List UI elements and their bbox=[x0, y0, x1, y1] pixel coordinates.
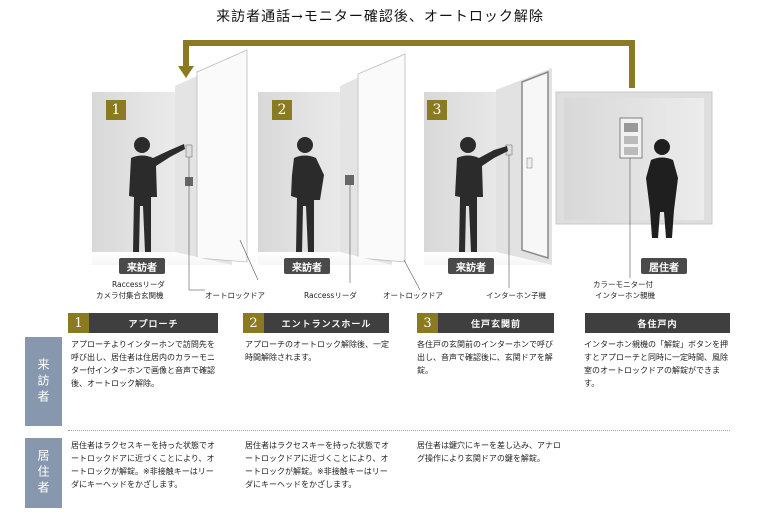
scene-1-room bbox=[92, 49, 248, 265]
row-divider bbox=[68, 430, 730, 431]
label-intercom-master: インターホン親機 bbox=[595, 291, 655, 300]
scene-number-1: 1 bbox=[106, 100, 126, 120]
label-autolock-door-2: オートロックドア bbox=[383, 291, 443, 300]
visitor-figure-1 bbox=[129, 137, 185, 252]
visitor-desc-1: アプローチよりインターホンで訪問先を呼び出し、居住者は住居内のカラーモニター付イ… bbox=[71, 340, 215, 388]
scene-4-room bbox=[555, 91, 713, 225]
step-number-2: 2 bbox=[243, 313, 264, 333]
step-title-2: エントランスホール bbox=[281, 319, 372, 330]
visitor-desc-4: インターホン親機の「解錠」ボタンを押すとアプローチと同時に一定時間、風除室のオー… bbox=[584, 340, 728, 388]
leader-lines bbox=[188, 155, 631, 291]
label-raccess-reader-1: Raccessリーダ bbox=[112, 280, 165, 289]
resident-figure bbox=[646, 139, 678, 238]
step-title-4: 各住戸内 bbox=[637, 319, 678, 330]
scene-number-3: 3 bbox=[427, 100, 447, 120]
flow-arrowhead bbox=[178, 66, 194, 78]
step-header-3: 3 住戸玄関前 bbox=[417, 313, 554, 333]
label-autolock-door-1: オートロックドア bbox=[205, 291, 265, 300]
scene-number-2: 2 bbox=[272, 100, 292, 120]
visitor-badge-1: 来訪者 bbox=[119, 258, 165, 274]
row-label-visitor: 来訪者 bbox=[25, 337, 62, 426]
visitor-desc-3: 各住戸の玄関前のインターホンで呼び出し、音声で確認後に、玄関ドアを解錠。 bbox=[417, 340, 553, 375]
step-header-4: 各住戸内 bbox=[585, 313, 730, 333]
visitor-badge-2: 来訪者 bbox=[284, 258, 330, 274]
visitor-badge-3: 来訪者 bbox=[448, 258, 494, 274]
resident-desc-2: 居住者はラクセスキーを持った状態でオートロックドアに近づくことにより、オートロッ… bbox=[245, 441, 389, 489]
visitor-desc-2: アプローチのオートロック解除後、一定時間解除されます。 bbox=[245, 340, 389, 362]
label-intercom-child: インターホン子機 bbox=[486, 291, 546, 300]
step-number-1: 1 bbox=[68, 313, 89, 333]
resident-desc-3: 居住者は鍵穴にキーを差し込み、アナログ操作により玄関ドアの鍵を解錠。 bbox=[417, 441, 561, 463]
label-camera-entrance-unit: カメラ付集合玄関機 bbox=[96, 291, 164, 300]
row-label-resident: 居住者 bbox=[25, 438, 62, 508]
scene-2-room bbox=[258, 53, 406, 265]
step-title-3: 住戸玄関前 bbox=[470, 319, 521, 330]
step-title-1: アプローチ bbox=[128, 319, 179, 330]
entrance-illustration bbox=[92, 40, 713, 291]
flow-arrow bbox=[183, 40, 635, 88]
label-raccess-reader-2: Raccessリーダ bbox=[304, 291, 357, 300]
resident-badge: 居住者 bbox=[641, 258, 687, 274]
step-header-1: 1 アプローチ bbox=[68, 313, 218, 333]
scene-3-room bbox=[424, 68, 552, 265]
resident-desc-1: 居住者はラクセスキーを持った状態でオートロックドアに近づくことにより、オートロッ… bbox=[71, 441, 215, 489]
label-color-monitor: カラーモニター付 bbox=[593, 280, 653, 289]
visitor-figure-3 bbox=[455, 137, 508, 252]
step-header-2: 2 エントランスホール bbox=[243, 313, 389, 333]
step-number-3: 3 bbox=[417, 313, 438, 333]
visitor-figure-2 bbox=[291, 137, 324, 252]
diagram-title: 来訪者通話→モニター確認後、オートロック解除 bbox=[216, 9, 544, 25]
